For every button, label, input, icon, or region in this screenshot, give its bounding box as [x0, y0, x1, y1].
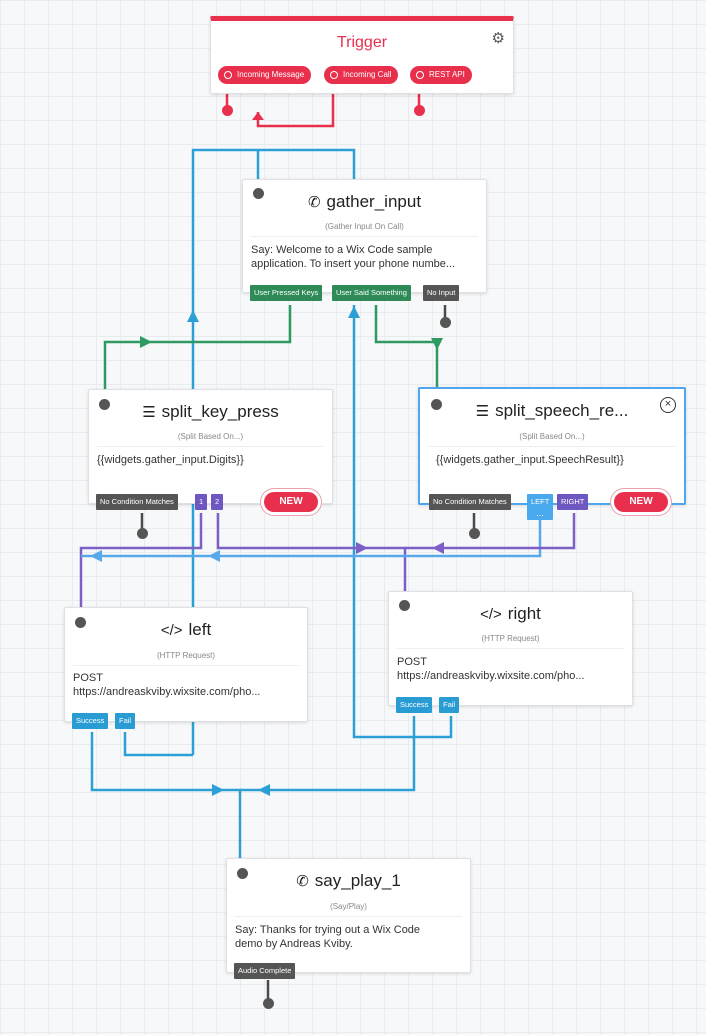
condition-2-output[interactable]: 2	[211, 494, 224, 510]
widget-body: Say: Thanks for trying out a Wix Code de…	[235, 924, 421, 950]
divider	[251, 236, 478, 237]
circle-icon	[330, 71, 338, 79]
wire-said-something	[374, 305, 439, 390]
divider	[428, 446, 676, 447]
success-output[interactable]: Success	[72, 713, 109, 729]
condition-1-output[interactable]: 1	[195, 494, 208, 510]
no-input-port[interactable]	[440, 317, 451, 328]
widget-title: </>left	[160, 620, 212, 639]
widget-body: {{widgets.gather_input.Digits}}	[97, 454, 244, 466]
phone-icon: ✆	[307, 194, 321, 211]
code-icon: </>	[160, 622, 183, 639]
audio-complete-port[interactable]	[263, 998, 274, 1009]
left-widget[interactable]: </>left (HTTP Request) POST https://andr…	[64, 607, 308, 722]
wire-right-success	[240, 716, 416, 792]
success-output[interactable]: Success	[396, 697, 433, 713]
split-speech-widget[interactable]: ☰split_speech_re... × (Split Based On...…	[418, 387, 686, 505]
new-transition-button[interactable]: NEW	[614, 492, 668, 512]
widget-title: ☰split_speech_re...	[475, 401, 629, 420]
user-said-something-output[interactable]: User Said Something	[332, 285, 411, 301]
wire-left-fail	[123, 732, 193, 757]
widget-body: Say: Welcome to a Wix Code sample applic…	[251, 244, 456, 270]
gather-input-widget[interactable]: ✆gather_input (Gather Input On Call) Say…	[242, 179, 487, 293]
audio-complete-output[interactable]: Audio Complete	[234, 963, 296, 979]
widget-body: {{widgets.gather_input.SpeechResult}}	[436, 454, 624, 466]
no-condition-port[interactable]	[137, 528, 148, 539]
user-pressed-keys-output[interactable]: User Pressed Keys	[250, 285, 323, 301]
wire-pressed-keys	[103, 305, 292, 390]
widget-subtitle: (Split Based On...)	[177, 432, 244, 441]
code-icon: </>	[480, 606, 502, 623]
gears-icon[interactable]: ⚙	[491, 30, 505, 47]
no-condition-port[interactable]	[469, 528, 480, 539]
no-condition-matches-output[interactable]: No Condition Matches	[96, 494, 178, 510]
circle-icon	[224, 71, 232, 79]
fail-output[interactable]: Fail	[439, 697, 460, 713]
input-port[interactable]	[431, 399, 442, 410]
widget-subtitle: (Split Based On...)	[519, 432, 585, 441]
wire-left-success	[90, 732, 242, 860]
widget-subtitle: (HTTP Request)	[156, 651, 216, 660]
input-port[interactable]	[399, 600, 410, 611]
no-input-output[interactable]: No Input	[423, 285, 460, 301]
rest-api-port[interactable]	[414, 105, 425, 116]
circle-icon	[416, 71, 424, 79]
incoming-message-button[interactable]: Incoming Message	[218, 66, 312, 84]
input-port[interactable]	[75, 617, 86, 628]
split-icon: ☰	[142, 404, 156, 421]
divider	[235, 916, 462, 917]
trigger-title: Trigger	[336, 34, 388, 51]
widget-body: POST https://andreaskviby.wixsite.com/ph…	[73, 672, 261, 698]
widget-subtitle: (HTTP Request)	[481, 634, 540, 643]
input-port[interactable]	[237, 868, 248, 879]
widget-title: ☰split_key_press	[142, 402, 279, 421]
new-transition-button[interactable]: NEW	[264, 492, 318, 512]
left-output[interactable]: LEFT ...	[527, 494, 553, 520]
widget-title: ✆gather_input	[307, 192, 422, 211]
phone-icon: ✆	[296, 873, 309, 890]
split-key-press-widget[interactable]: ☰split_key_press (Split Based On...) {{w…	[88, 389, 333, 504]
split-icon: ☰	[475, 403, 490, 420]
divider	[397, 648, 624, 649]
input-port[interactable]	[99, 399, 110, 410]
divider	[73, 665, 299, 666]
widget-body: POST https://andreaskviby.wixsite.com/ph…	[397, 656, 585, 682]
right-widget[interactable]: </>right (HTTP Request) POST https://and…	[388, 591, 633, 706]
right-output[interactable]: RIGHT	[557, 494, 589, 510]
say-play-widget[interactable]: ✆say_play_1 (Say/Play) Say: Thanks for t…	[226, 858, 471, 973]
widget-title: ✆say_play_1	[296, 871, 401, 890]
close-icon[interactable]: ×	[660, 397, 676, 413]
widget-subtitle: (Gather Input On Call)	[325, 222, 404, 231]
input-port[interactable]	[253, 188, 264, 199]
trigger-widget[interactable]: Trigger ⚙ Incoming Message Incoming Call…	[210, 16, 514, 94]
rest-api-button[interactable]: REST API	[410, 66, 472, 84]
fail-output[interactable]: Fail	[115, 713, 136, 729]
incoming-message-port[interactable]	[222, 105, 233, 116]
divider	[97, 446, 324, 447]
incoming-call-button[interactable]: Incoming Call	[324, 66, 399, 84]
wire-key-2	[216, 513, 407, 596]
no-condition-matches-output[interactable]: No Condition Matches	[429, 494, 511, 510]
widget-title: </>right	[480, 604, 541, 623]
widget-subtitle: (Say/Play)	[330, 902, 367, 911]
